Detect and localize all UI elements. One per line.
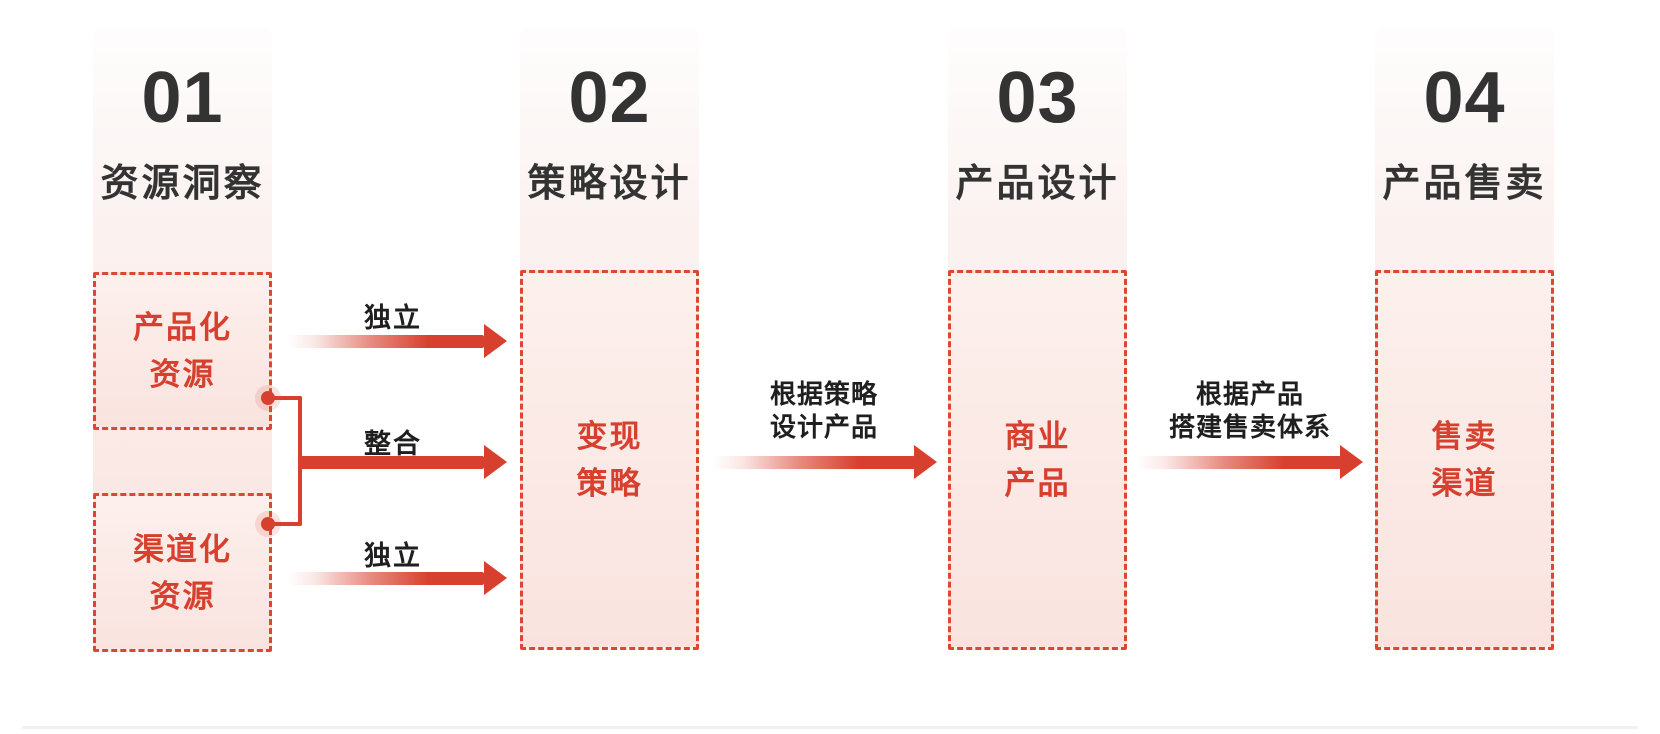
arrowhead-icon [1340, 445, 1363, 479]
stage-2-title: 策略设计 [527, 163, 692, 205]
arrow-label-strategy-to-product: 根据策略 设计产品 [770, 378, 878, 444]
commercial-product-label-line1: 商业 [1004, 419, 1071, 454]
arrow-label-merge: 整合 [364, 429, 422, 459]
arrowhead-icon [484, 561, 507, 595]
arrow-label-strategy-to-product-line1: 根据策略 [769, 379, 879, 409]
productized-resources-label-line1: 产品化 [133, 310, 232, 345]
monetization-strategy-label-line2: 策略 [576, 466, 643, 501]
arrow-independent-bottom-shaft [287, 572, 484, 585]
connector-stub-top [268, 396, 302, 400]
arrow-label-independent-top: 独立 [364, 303, 422, 333]
arrowhead-icon [484, 445, 507, 479]
monetization-strategy-label-line1: 变现 [576, 419, 643, 454]
arrow-label-product-to-sales: 根据产品 搭建售卖体系 [1169, 378, 1331, 444]
stage-4-title: 产品售卖 [1382, 163, 1547, 205]
channelized-resources-label-line2: 资源 [149, 578, 216, 614]
connector-stub-bottom [268, 522, 302, 526]
arrow-strategy-to-product-shaft [713, 456, 915, 469]
sales-channel-label-line1: 售卖 [1431, 419, 1498, 454]
sales-channel-box: 售卖 渠道 [1375, 270, 1554, 650]
bottom-divider [22, 726, 1638, 729]
stage-3-title: 产品设计 [955, 163, 1120, 205]
arrow-product-to-sales-shaft [1137, 456, 1341, 469]
commercial-product-label-line2: 产品 [1004, 466, 1071, 501]
commercial-product-box: 商业 产品 [948, 270, 1127, 650]
stage-2-number: 02 [568, 58, 651, 138]
stage-1-title: 资源洞察 [100, 163, 265, 205]
arrow-label-product-to-sales-line1: 根据产品 [1195, 379, 1305, 409]
arrowhead-icon [914, 445, 937, 479]
channelized-resources-label-line1: 渠道化 [133, 531, 232, 567]
arrow-independent-top-shaft [287, 335, 484, 348]
productized-resources-box: 产品化 资源 [93, 272, 272, 430]
stage-3-number: 03 [996, 58, 1079, 138]
arrow-merge-shaft [300, 456, 484, 469]
channelized-resources-box: 渠道化 资源 [93, 493, 272, 652]
arrowhead-icon [484, 324, 507, 358]
arrow-label-strategy-to-product-line2: 设计产品 [769, 412, 879, 442]
productized-resources-label-line2: 资源 [149, 357, 216, 392]
monetization-strategy-box: 变现 策略 [520, 270, 699, 650]
sales-channel-label-line2: 渠道 [1431, 466, 1498, 501]
arrow-label-independent-bottom: 独立 [364, 541, 422, 571]
stage-1-number: 01 [141, 58, 224, 138]
stage-4-number: 04 [1423, 58, 1506, 138]
arrow-label-product-to-sales-line2: 搭建售卖体系 [1168, 412, 1332, 442]
